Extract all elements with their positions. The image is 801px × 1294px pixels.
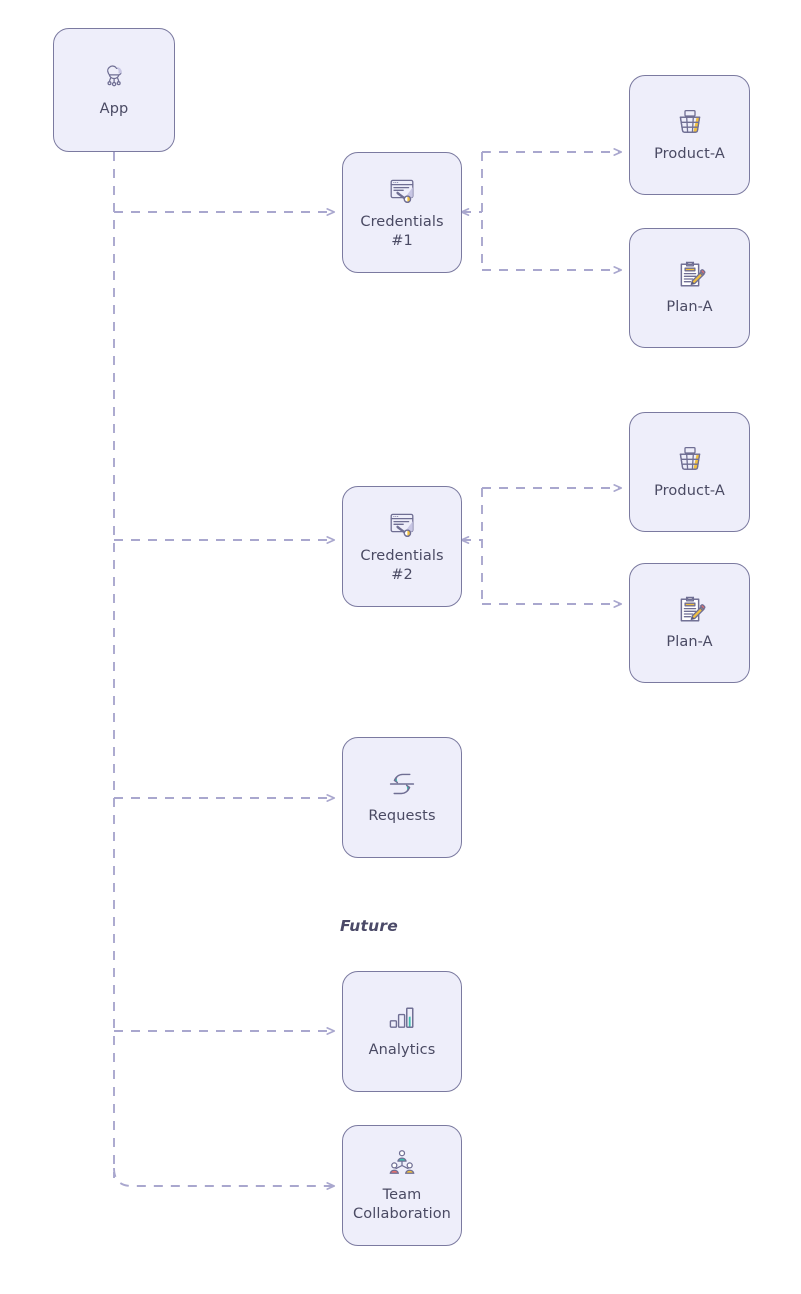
node-product-a-2[interactable]: Product-A <box>629 412 750 532</box>
node-label: App <box>99 100 129 117</box>
browser-key-icon <box>385 173 419 207</box>
node-label: Analytics <box>368 1042 436 1059</box>
clipboard-pencil-icon <box>673 593 707 627</box>
node-label: Product-A <box>654 145 725 162</box>
node-label: Product-A <box>654 482 725 499</box>
node-app[interactable]: App <box>53 28 175 152</box>
node-label: Requests <box>368 808 436 825</box>
sync-arrows-icon <box>385 767 419 801</box>
shopping-basket-icon <box>673 105 707 139</box>
node-product-a-1[interactable]: Product-A <box>629 75 750 195</box>
node-plan-a-2[interactable]: Plan-A <box>629 563 750 683</box>
node-label: Credentials #1 <box>360 213 444 249</box>
node-credentials2[interactable]: Credentials #2 <box>342 486 462 607</box>
bar-chart-icon <box>385 1001 419 1035</box>
node-label: Team Collaboration <box>353 1186 451 1222</box>
node-credentials1[interactable]: Credentials #1 <box>342 152 462 273</box>
node-label: Plan-A <box>666 633 713 650</box>
node-analytics[interactable]: Analytics <box>342 971 462 1092</box>
team-people-icon <box>385 1146 419 1180</box>
node-plan-a-1[interactable]: Plan-A <box>629 228 750 348</box>
node-requests[interactable]: Requests <box>342 737 462 858</box>
node-label: Credentials #2 <box>360 547 444 583</box>
edge-app-to-team <box>113 1167 334 1186</box>
node-label: Plan-A <box>666 298 713 315</box>
cloud-network-icon <box>97 60 131 94</box>
browser-key-icon <box>385 507 419 541</box>
section-label-future: Future <box>340 917 398 935</box>
shopping-basket-icon <box>673 442 707 476</box>
node-team[interactable]: Team Collaboration <box>342 1125 462 1246</box>
clipboard-pencil-icon <box>673 258 707 292</box>
